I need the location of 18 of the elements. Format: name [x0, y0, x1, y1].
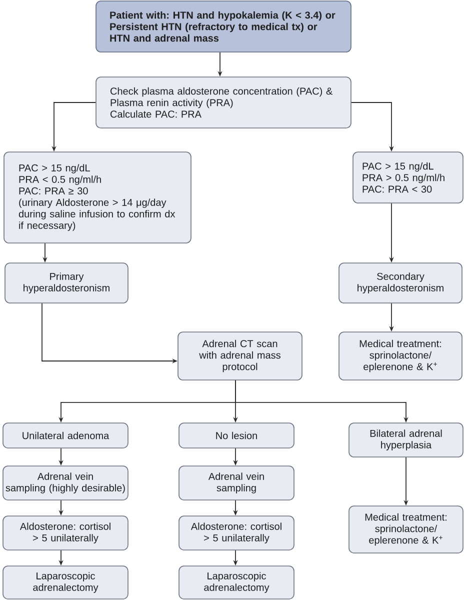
process-box: Adrenal CT scan with adrenal mass protocol — [178, 332, 302, 380]
process-box: Check plasma aldosterone concentration (PAC) & Plasma renin activity (PRA) Calculate PAC: PRA — [96, 76, 352, 128]
process-box: Medical treatment: sprinolactone/ eplerenone & K$^{+}$ — [338, 332, 462, 380]
process-box: Laparoscopic adrenalectomy — [178, 566, 294, 600]
process-box: Aldosterone: cortisol > 5 unilaterally — [178, 516, 294, 550]
process-box: PAC > 15 ng/dL PRA < 0.5 ng/ml/h PAC: PRA ≥ 30 (urinary Aldosterone > 14 μg/day during saline infusion to confirm dx if necessary) — [4, 152, 192, 244]
process-box: Primary hyperaldosteronism — [4, 262, 128, 304]
process-box: No lesion — [178, 422, 294, 448]
process-box: Patient with: HTN and hypokalemia (K < 3.4) or Persistent HTN (refractory to medical tx) or HTN and adrenal mass — [96, 0, 352, 52]
process-box: Medical treatment: sprinolactone/ eplerenone & K$^{+}$ — [348, 506, 464, 554]
process-box: Aldosterone: cortisol > 5 unilaterally — [2, 516, 128, 550]
process-box: Adrenal vein sampling — [178, 466, 294, 500]
process-box: Laparoscopic adrenalectomy — [2, 566, 128, 600]
process-box: Bilateral adrenal hyperplasia — [348, 422, 464, 458]
process-box: Adrenal vein sampling (highly desirable) — [2, 466, 128, 500]
process-box: PAC > 15 ng/dL PRA > 0.5 ng/ml/h PAC: PRA < 30 — [352, 152, 464, 204]
process-box: Secondary hyperaldosteronism — [338, 262, 462, 304]
process-box: Unilateral adenoma — [2, 422, 128, 448]
